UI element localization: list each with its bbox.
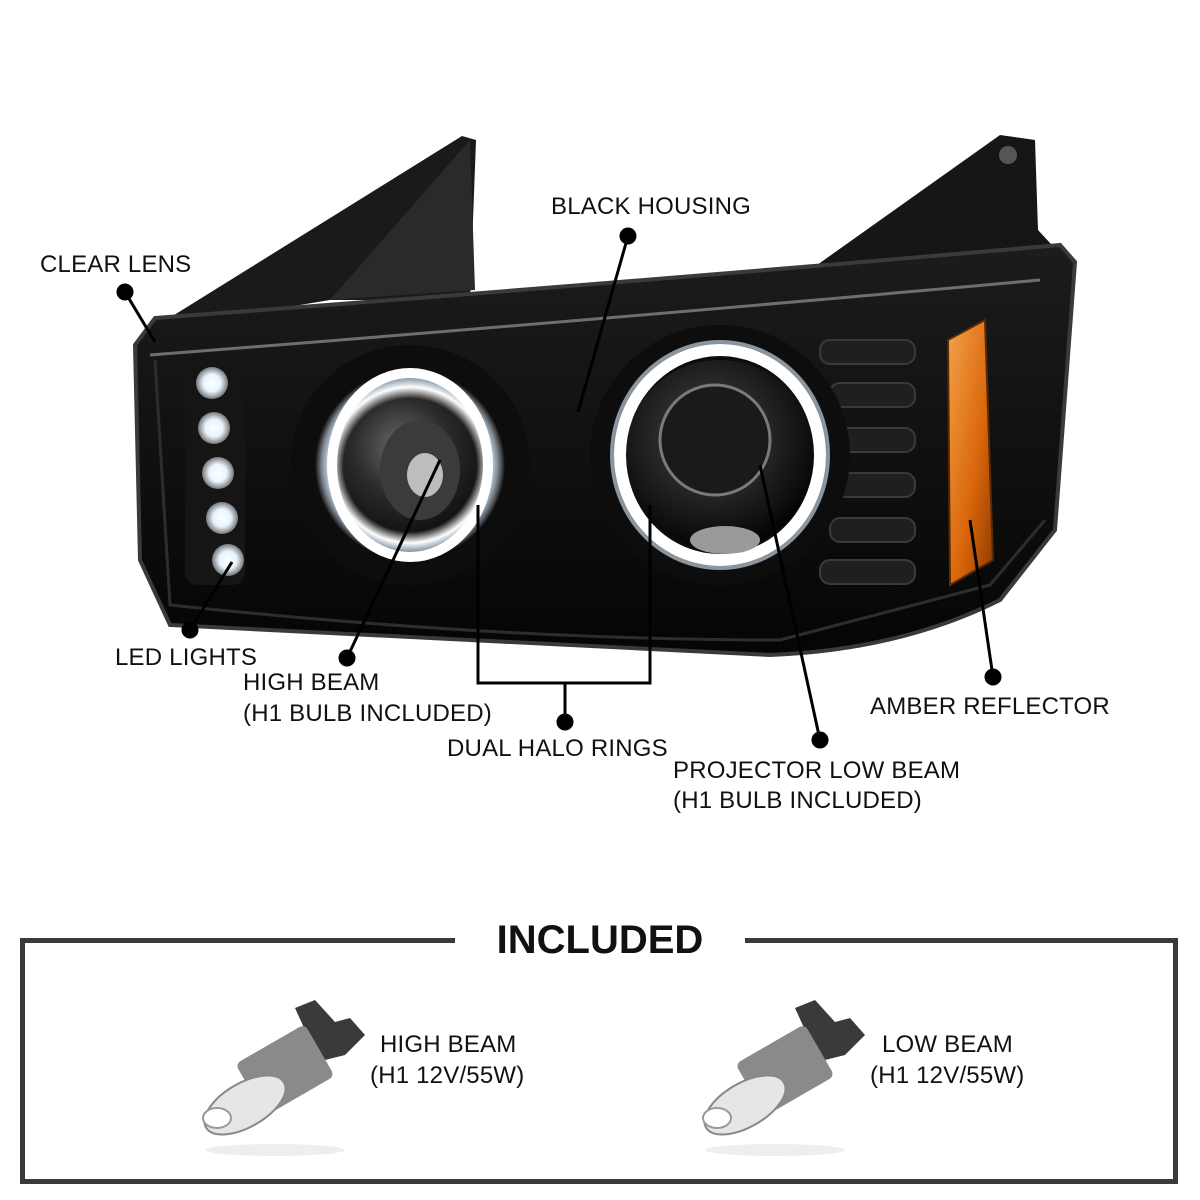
black-housing-label: BLACK HOUSING	[551, 193, 751, 220]
projector-low-beam-sublabel: (H1 BULB INCLUDED)	[673, 787, 922, 814]
clear-lens-label: CLEAR LENS	[40, 251, 192, 278]
h1-bulb-high-beam	[202, 1000, 365, 1156]
led-lights-label: LED LIGHTS	[115, 644, 258, 671]
high-beam-sublabel: (H1 BULB INCLUDED)	[243, 700, 492, 727]
included-low-beam-label: LOW BEAM	[882, 1031, 1013, 1058]
included-title: INCLUDED	[455, 915, 745, 965]
included-high-beam-label: HIGH BEAM	[380, 1031, 517, 1058]
cooling-fins	[819, 339, 916, 585]
high-beam-lens	[290, 345, 530, 585]
high-beam-label: HIGH BEAM	[243, 669, 380, 696]
included-low-beam-spec: (H1 12V/55W)	[870, 1062, 1025, 1089]
amber-reflector-label: AMBER REFLECTOR	[870, 693, 1110, 720]
dual-halo-rings-label: DUAL HALO RINGS	[447, 735, 668, 762]
mounting-bracket-right	[810, 135, 1075, 270]
amber-reflector	[946, 318, 995, 587]
led-strip	[185, 355, 245, 585]
mounting-bracket-left	[150, 136, 476, 330]
projector-low-beam-lens	[590, 325, 850, 585]
included-high-beam-spec: (H1 12V/55W)	[370, 1062, 525, 1089]
projector-low-beam-label: PROJECTOR LOW BEAM	[673, 757, 961, 784]
h1-bulb-low-beam	[702, 1000, 865, 1156]
callout-lines	[116, 227, 1002, 749]
